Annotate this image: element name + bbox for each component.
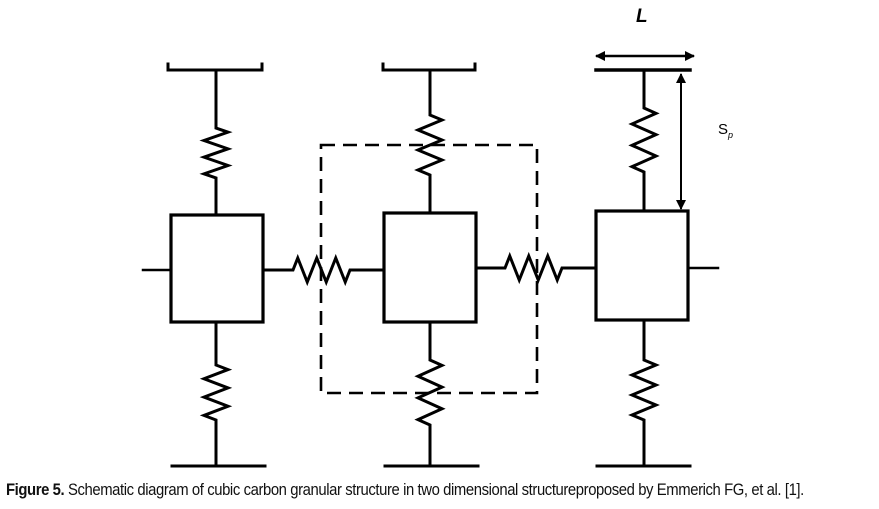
horizontal-spring-right xyxy=(474,251,598,285)
figure-label: Figure 5. xyxy=(6,481,65,499)
right-cell-box xyxy=(594,209,690,322)
left-cell-lower-spring xyxy=(199,320,233,468)
right-cell-upper-spring xyxy=(628,68,660,213)
left-cell-upper-spring xyxy=(199,68,233,217)
horizontal-spring-left xyxy=(261,253,386,287)
figure-caption: Figure 5. Schematic diagram of cubic car… xyxy=(6,481,804,500)
caption-text: Schematic diagram of cubic carbon granul… xyxy=(64,481,576,499)
left-cell-box xyxy=(169,213,265,324)
spacing-subscript: p xyxy=(727,130,733,140)
unit-cell-dashed-boundary xyxy=(319,143,539,395)
spacing-label: S xyxy=(718,121,728,138)
center-cell-upper-spring xyxy=(414,68,446,215)
right-cell-lower-spring xyxy=(628,318,660,468)
length-label: L xyxy=(636,6,648,27)
center-cell-box xyxy=(382,211,478,324)
caption-text-2: proposed by Emmerich FG, et al. [1]. xyxy=(575,481,804,499)
center-cell-lower-spring xyxy=(414,320,446,468)
